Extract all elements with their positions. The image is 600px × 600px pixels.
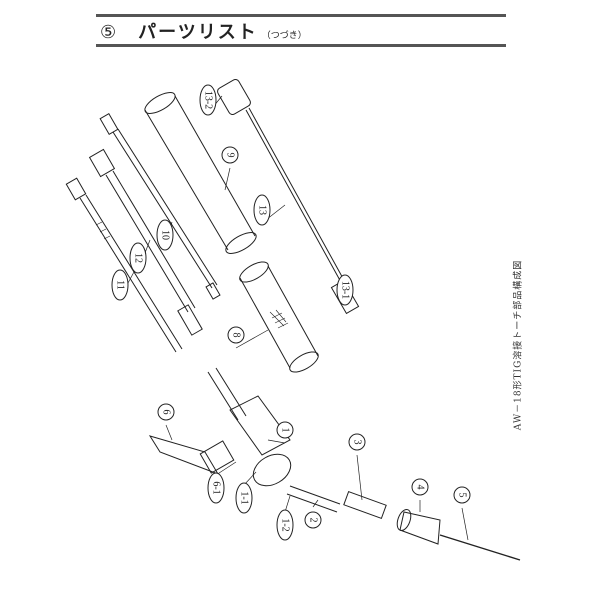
callout-label: 13-1 [340,281,351,299]
callout-label: 8 [231,333,242,338]
part-8-sleeve [239,261,319,373]
part-1-torch-body [207,367,292,487]
page-header: ⑤ パーツリスト （つづき） [100,18,307,44]
callout-label: 6 [161,410,172,415]
callout-1-1: 1-1 [235,482,253,514]
callout-circle [453,486,471,504]
callout-circle [207,472,225,504]
callout-circle [199,84,217,116]
callout-circle [411,478,429,496]
callout-circle [304,511,322,529]
header-rule-top [96,14,506,17]
callout-circle [129,242,147,274]
callout-label: 6-1 [211,481,222,494]
header-rule-bottom [96,44,506,47]
callout-circle [336,274,354,306]
part-3-collet-body [343,490,387,520]
page-title: パーツリスト [138,22,258,43]
callout-6-1: 6-1 [207,472,225,504]
part-12-cable [88,148,203,336]
callout-label: 4 [415,485,426,490]
part-2-collet [286,485,341,513]
part-10-cable [99,113,221,300]
callout-label: 13 [257,205,268,215]
callout-label: 10 [160,230,171,240]
callout-2: 2 [304,511,322,529]
callout-label: 12 [133,253,144,263]
callout-label: 3 [352,440,363,445]
callout-label: 1 [280,428,291,433]
callout-1-2: 1-2 [276,509,294,541]
section-number: ⑤ [100,22,117,43]
callout-13-2: 13-2 [199,84,217,116]
callout-3: 3 [348,433,366,451]
callout-12: 12 [129,242,147,274]
callout-1: 1 [276,421,294,439]
callout-circle [276,421,294,439]
callout-13-1: 13-1 [336,274,354,306]
callout-label: 1-1 [239,491,250,504]
part-9-tube [144,92,257,254]
callout-circle [235,482,253,514]
part-5-electrode [439,534,521,561]
page-subtitle: （つづき） [261,31,307,41]
callout-11: 11 [111,269,129,301]
callout-9: 9 [221,146,239,164]
callout-circle [221,146,239,164]
callout-label: 9 [225,153,236,158]
callout-circle [156,219,174,251]
callout-circle [253,194,271,226]
callout-4: 4 [411,478,429,496]
callout-label: 5 [457,493,468,498]
callout-6: 6 [157,403,175,421]
callout-label: 2 [308,518,319,523]
callout-10: 10 [156,219,174,251]
callout-circle [227,326,245,344]
callout-circle [348,433,366,451]
callout-label: 11 [115,280,126,290]
callout-8: 8 [227,326,245,344]
callout-circle [276,509,294,541]
callout-label: 1-2 [280,518,291,531]
callout-circle [111,269,129,301]
callout-5: 5 [453,486,471,504]
callout-circle [157,403,175,421]
callout-label: 13-2 [203,91,214,109]
part-4-nozzle [396,508,441,545]
callout-13: 13 [253,194,271,226]
